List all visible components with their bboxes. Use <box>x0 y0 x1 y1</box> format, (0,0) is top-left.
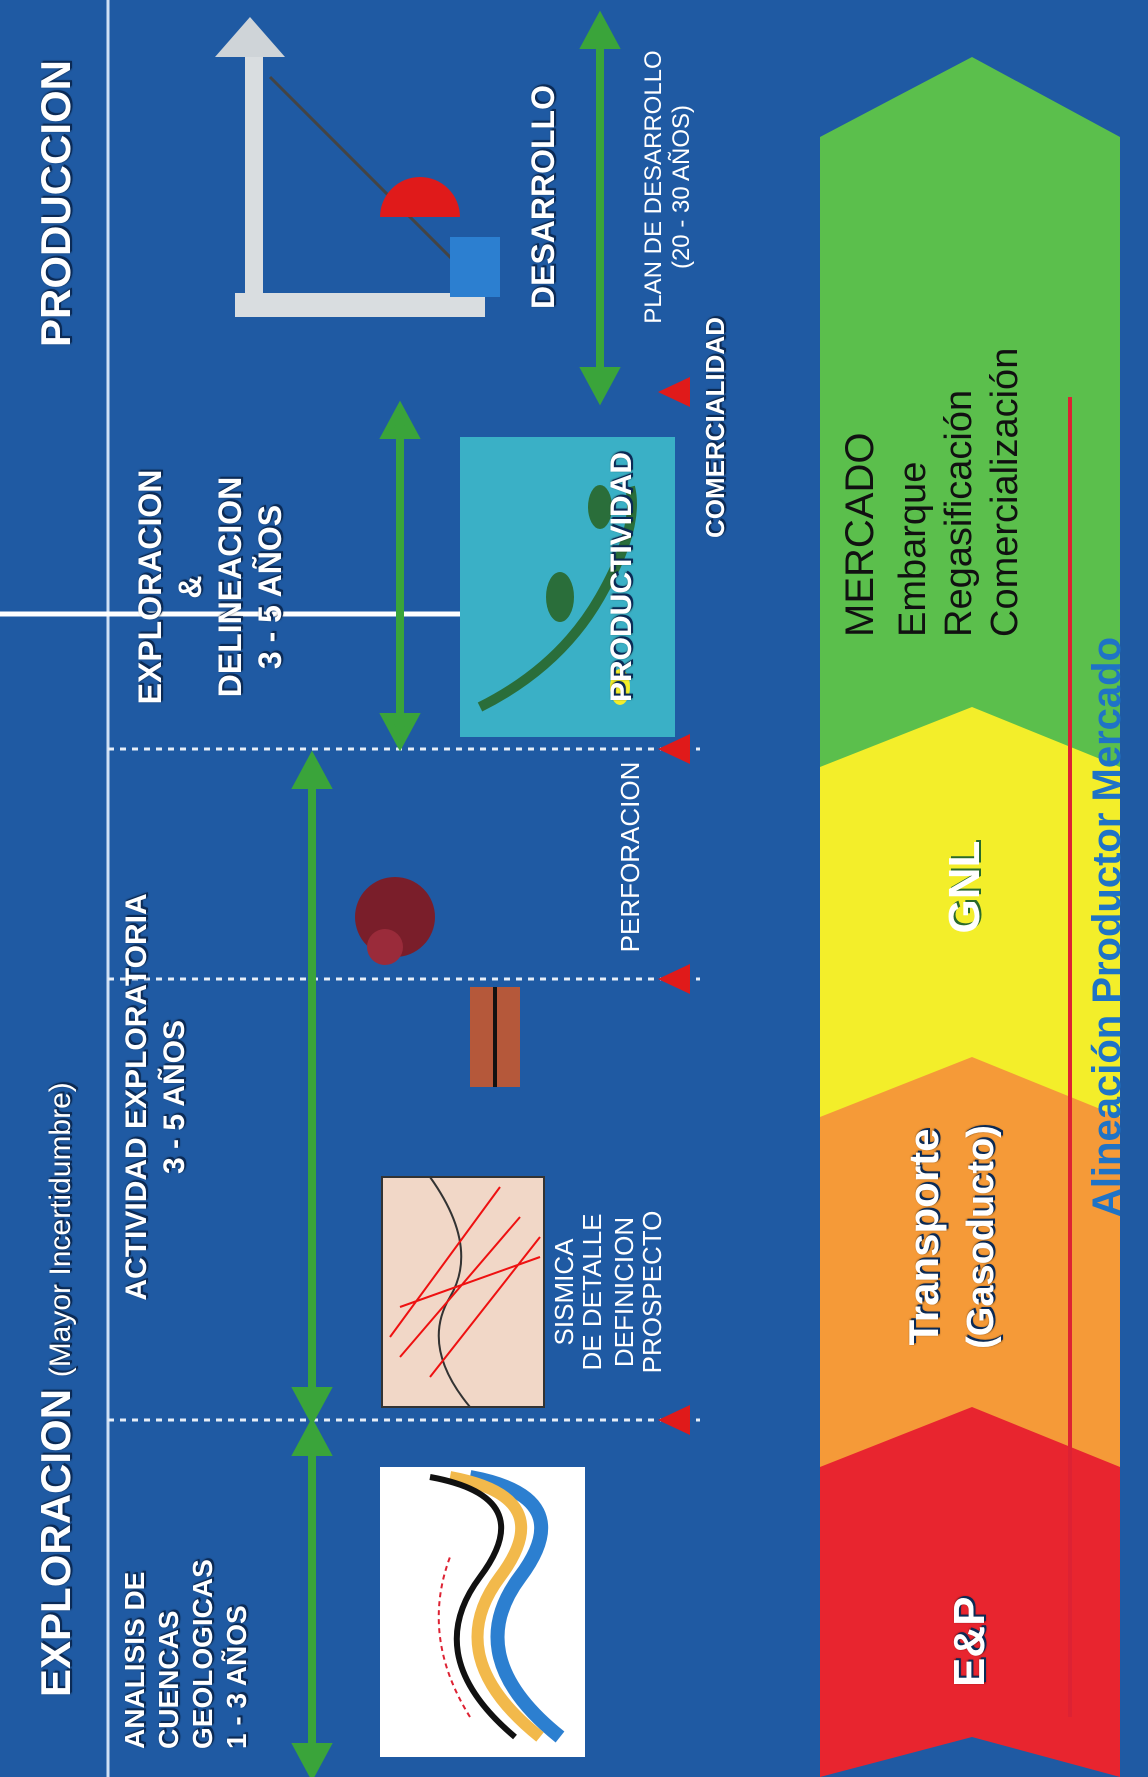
milestone-comercialidad: COMERCIALIDAD <box>700 317 730 538</box>
mercado-item: Embarque <box>892 461 934 637</box>
milestone-plan: PLAN DE DESARROLLO (20 - 30 AÑOS) <box>640 50 695 324</box>
milestone-triangle-3 <box>658 734 690 764</box>
chain-mercado: MERCADO <box>838 432 882 637</box>
duration-arrow-desarrollo <box>579 10 621 406</box>
mercado-item: Comercialización <box>984 347 1026 637</box>
exploracion-note: (Mayor Incertidumbre) <box>44 1082 77 1378</box>
duration-arrow-actividad <box>291 750 333 1426</box>
chain-gnl: GNL <box>940 840 989 934</box>
geological-section-image <box>380 1467 585 1757</box>
chain-transporte: Transporte <box>900 1128 947 1346</box>
duration-arrow-exploracion <box>379 400 421 752</box>
footer-alineacion: Alineación Productor Mercado <box>1085 636 1129 1218</box>
header-exploracion: EXPLORACION (Mayor Incertidumbre) <box>32 1082 80 1697</box>
milestone-triangle-1 <box>658 1405 690 1435</box>
drilling-image <box>355 877 520 1087</box>
chain-mercado-items: Embarque Regasificación Comercialización <box>890 348 1028 637</box>
chevron-ep <box>820 1387 1120 1777</box>
exploracion-title: EXPLORACION <box>32 1388 79 1697</box>
duration-arrow-analisis <box>291 1417 333 1777</box>
chain-gasoducto: (Gasoducto) <box>960 1125 1002 1349</box>
drilling-rig-image <box>215 17 500 317</box>
chain-ep: E&P <box>945 1596 994 1687</box>
milestone-productividad: PRODUCTIVIDAD <box>605 452 638 703</box>
mercado-item: Regasificación <box>938 389 980 637</box>
chevron-gnl <box>820 687 1120 1117</box>
header-produccion: PRODUCCION <box>32 59 79 347</box>
phase-actividad: ACTIVIDAD EXPLORATORIA 3 - 5 AÑOS <box>120 893 191 1301</box>
field-map-image <box>460 437 675 737</box>
milestone-triangle-2 <box>658 964 690 994</box>
seismic-map-image <box>381 1176 545 1408</box>
milestone-sismica: SISMICA DE DETALLE <box>549 1213 607 1371</box>
chevron-mercado <box>820 57 1120 767</box>
chevron-transporte <box>820 1037 1120 1467</box>
phase-exploracion-delineacion: EXPLORACION & DELINEACION 3 - 5 AÑOS <box>132 469 288 705</box>
phase-desarrollo: DESARROLLO <box>525 85 561 309</box>
milestone-triangle-4 <box>658 377 690 407</box>
milestone-definicion: DEFINICION PROSPECTO <box>609 1210 667 1374</box>
milestone-perforacion: PERFORACION <box>615 761 645 953</box>
phase-analisis: ANALISIS DE CUENCAS GEOLOGICAS 1 - 3 AÑO… <box>119 1559 252 1749</box>
